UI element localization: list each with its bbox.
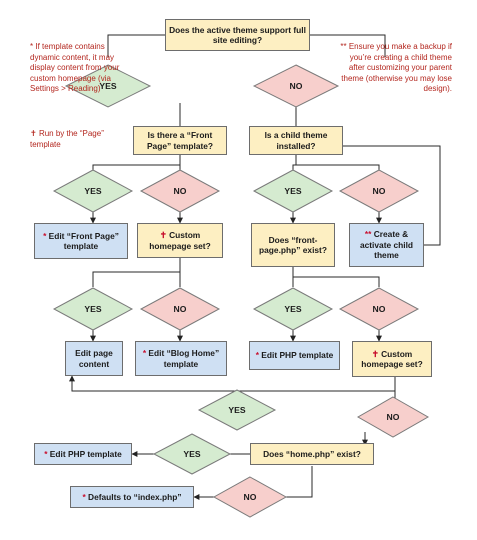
question-front-page-php: Does “front-page.php” exist? <box>251 223 335 267</box>
question-front-page-php-text: Does “front-page.php” exist? <box>259 234 327 256</box>
star-marker: * <box>44 448 48 459</box>
answer-edit-php-template-2: * Edit PHP template <box>34 443 132 465</box>
question-home-php: Does “home.php” exist? <box>250 443 374 465</box>
decision-no-1: NO <box>252 64 340 108</box>
decision-no-6: NO <box>356 396 430 438</box>
answer-create-child-theme: ** Create & activate child theme <box>349 223 424 267</box>
answer-edit-blog-home-text: * Edit “Blog Home” template <box>142 348 220 369</box>
note-backup-text: Ensure you make a backup if you’re creat… <box>341 42 452 94</box>
decision-no-label: NO <box>290 81 303 91</box>
answer-defaults-index-php: * Defaults to “index.php” <box>70 486 194 508</box>
decision-yes-label: YES <box>84 186 101 196</box>
note-page-template: ✝ Run by the “Page” template <box>30 129 130 150</box>
decision-no-label: NO <box>373 186 386 196</box>
decision-yes-3: YES <box>252 169 334 213</box>
answer-defaults-index-php-text: * Defaults to “index.php” <box>82 491 182 502</box>
decision-yes-label: YES <box>284 186 301 196</box>
star-marker: * <box>142 348 147 358</box>
answer-edit-php-template-2-text: * Edit PHP template <box>44 448 122 459</box>
decision-no-label: NO <box>244 492 257 502</box>
decision-no-2: NO <box>139 169 221 213</box>
decision-yes-6: YES <box>197 389 277 431</box>
question-child-theme-text: Is a child theme installed? <box>264 130 328 151</box>
note-double-star-marker: ** <box>340 42 347 51</box>
note-cross-marker: ✝ <box>30 129 37 138</box>
answer-create-child-theme-text: ** Create & activate child theme <box>359 229 414 261</box>
decision-yes-label: YES <box>284 304 301 314</box>
decision-yes-4: YES <box>52 287 134 331</box>
decision-yes-1: YES <box>64 64 152 108</box>
star-marker: * <box>82 491 86 502</box>
decision-yes-7: YES <box>152 433 232 475</box>
question-custom-homepage-2: ✝ Custom homepage set? <box>352 341 432 377</box>
decision-yes-label: YES <box>183 449 200 459</box>
decision-yes-5: YES <box>252 287 334 331</box>
decision-no-label: NO <box>387 412 400 422</box>
decision-yes-label: YES <box>228 405 245 415</box>
decision-no-label: NO <box>174 304 187 314</box>
answer-edit-php-template-1-text: * Edit PHP template <box>255 350 334 361</box>
note-dynamic-content: * If template contains dynamic content, … <box>30 42 134 95</box>
star-marker: * <box>255 350 259 361</box>
answer-edit-page-content: Edit page content <box>65 341 123 376</box>
decision-no-4: NO <box>139 287 221 331</box>
answer-edit-php-template-1: * Edit PHP template <box>249 341 340 370</box>
decision-no-3: NO <box>338 169 420 213</box>
decision-yes-2: YES <box>52 169 134 213</box>
question-home-php-text: Does “home.php” exist? <box>263 448 361 459</box>
cross-marker: ✝ <box>159 230 167 240</box>
decision-no-label: NO <box>174 186 187 196</box>
question-custom-homepage-1-text: ✝ Custom homepage set? <box>149 230 211 251</box>
decision-yes-label: YES <box>99 81 116 91</box>
question-front-page-template-text: Is there a “Front Page” template? <box>146 130 214 151</box>
question-front-page-template: Is there a “Front Page” template? <box>133 126 227 155</box>
question-full-site-editing-text: Does the active theme support full site … <box>169 24 306 46</box>
question-full-site-editing: Does the active theme support full site … <box>165 19 310 51</box>
question-custom-homepage-2-text: ✝ Custom homepage set? <box>361 348 423 370</box>
question-child-theme: Is a child theme installed? <box>249 126 343 155</box>
answer-edit-front-page-template: * Edit “Front Page” template <box>34 223 128 259</box>
question-custom-homepage-1: ✝ Custom homepage set? <box>137 223 223 258</box>
decision-no-5: NO <box>338 287 420 331</box>
note-backup: ** Ensure you make a backup if you’re cr… <box>340 42 452 95</box>
answer-edit-front-page-template-text: * Edit “Front Page” template <box>43 230 119 252</box>
decision-no-7: NO <box>212 476 288 518</box>
note-star-marker: * <box>30 42 34 51</box>
answer-edit-page-content-text: Edit page content <box>75 348 113 369</box>
star-marker: * <box>43 230 47 241</box>
decision-yes-label: YES <box>84 304 101 314</box>
note-dynamic-content-text: If template contains dynamic content, it… <box>30 42 120 94</box>
note-page-template-text: Run by the “Page” template <box>30 129 104 149</box>
double-star-marker: ** <box>364 229 372 240</box>
answer-edit-blog-home: * Edit “Blog Home” template <box>135 341 227 376</box>
decision-no-label: NO <box>373 304 386 314</box>
cross-marker: ✝ <box>371 348 379 359</box>
